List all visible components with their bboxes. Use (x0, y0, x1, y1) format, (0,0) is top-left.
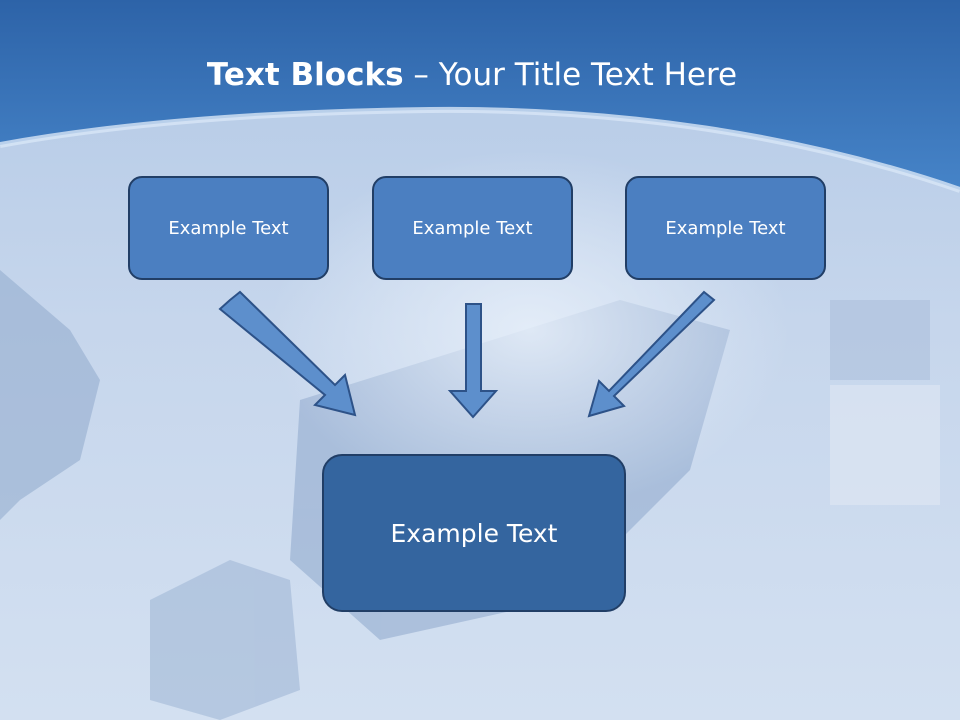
top-box-1[interactable]: Example Text (128, 176, 329, 280)
header-highlight (0, 106, 960, 193)
arrow-right (587, 290, 716, 418)
header-band (0, 0, 960, 190)
title-dash: – (403, 57, 439, 93)
top-box-2[interactable]: Example Text (372, 176, 573, 280)
title-bold: Text Blocks (206, 57, 404, 93)
bottom-box[interactable]: Example Text (322, 454, 626, 612)
top-box-3[interactable]: Example Text (625, 176, 826, 280)
slide-title: Text Blocks – Your Title Text Here (0, 52, 944, 98)
title-rest: Your Title Text Here (438, 57, 738, 93)
arrow-center (447, 303, 499, 419)
arrow-left (218, 290, 357, 417)
